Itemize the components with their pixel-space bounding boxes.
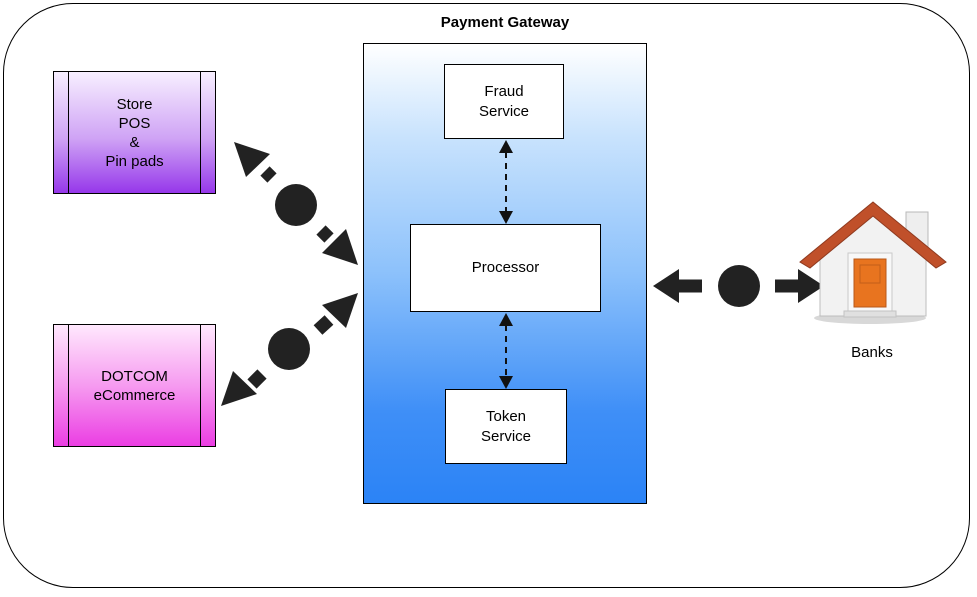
store-gateway-connector <box>234 142 358 265</box>
banks-connector-dot <box>718 265 760 307</box>
dotcom-box-left-bar <box>68 325 69 446</box>
processor-box: Processor <box>410 224 601 312</box>
dotcom-box-right-bar <box>200 325 201 446</box>
dotcom-gateway-connector <box>221 293 358 406</box>
fraud-arrowhead <box>499 140 513 153</box>
store-connector-dot <box>275 184 317 226</box>
token-service-line-2: Service <box>480 427 532 445</box>
fraud-service-box: Fraud Service <box>444 64 564 139</box>
house-step <box>843 310 897 318</box>
store-arrowhead-upper <box>234 142 270 177</box>
fraud-processor-connector <box>499 140 513 224</box>
dotcom-ecommerce-box: DOTCOM eCommerce <box>53 324 216 447</box>
processor-top-arrowhead <box>499 211 513 224</box>
gateway-title: Payment Gateway <box>440 14 570 31</box>
store-line-2: POS <box>118 114 151 132</box>
processor-token-connector <box>499 313 513 389</box>
dotcom-arrowhead-lower <box>221 371 257 406</box>
dotcom-connector-shaft-lower <box>247 369 267 389</box>
store-line-4: Pin pads <box>105 152 164 170</box>
bank-house-icon <box>799 201 947 324</box>
fraud-service-line-1: Fraud <box>484 82 524 100</box>
banks-arrowhead-right <box>798 269 824 303</box>
store-arrowhead-lower <box>322 229 358 265</box>
dotcom-line-2: eCommerce <box>93 386 176 404</box>
processor-label: Processor <box>471 259 540 276</box>
house-roof <box>799 201 947 269</box>
fraud-service-line-2: Service <box>478 102 530 120</box>
dotcom-connector-shaft-upper <box>313 315 334 335</box>
store-box-right-bar <box>200 72 201 193</box>
processor-bottom-arrowhead <box>499 313 513 326</box>
banks-gateway-connector <box>653 265 824 307</box>
banks-arrowhead-left <box>653 269 679 303</box>
token-service-box: Token Service <box>445 389 567 464</box>
token-arrowhead <box>499 376 513 389</box>
store-line-1: Store <box>116 95 153 113</box>
dotcom-connector-dot <box>268 328 310 370</box>
store-box-left-bar <box>68 72 69 193</box>
outer-frame <box>3 3 970 588</box>
dotcom-line-1: DOTCOM <box>101 367 168 385</box>
store-line-3: & <box>129 133 140 151</box>
store-pos-box: Store POS & Pin pads <box>53 71 216 194</box>
house-door-panel <box>859 264 881 284</box>
house-door <box>853 258 887 308</box>
banks-label: Banks <box>851 344 893 361</box>
token-service-line-1: Token <box>485 407 527 425</box>
store-connector-shaft-lower <box>316 225 334 243</box>
store-connector-shaft-upper <box>260 166 277 183</box>
dotcom-arrowhead-upper <box>322 293 358 328</box>
